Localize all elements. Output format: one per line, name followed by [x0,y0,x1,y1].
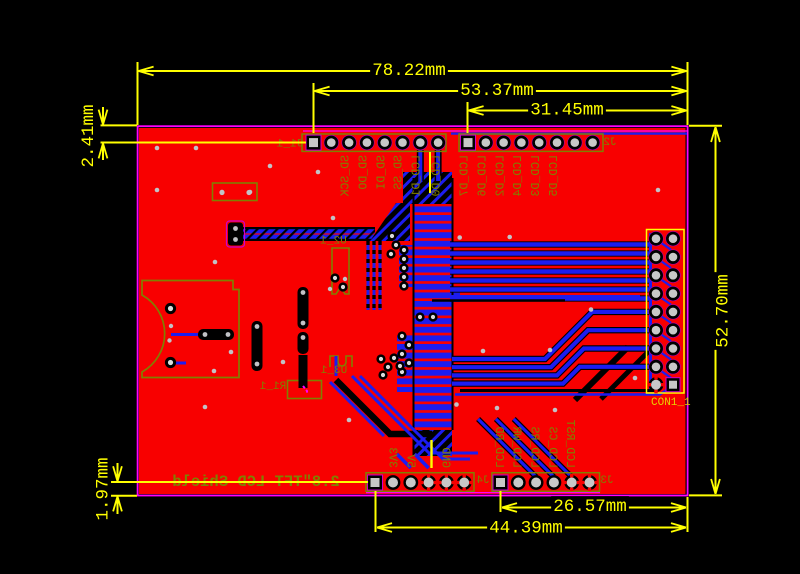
svg-text:LCD_D7: LCD_D7 [459,155,472,196]
svg-text:SD_DO: SD_DO [358,155,371,190]
svg-text:2.41mm: 2.41mm [79,104,99,167]
svg-text:LCD_D2: LCD_D2 [495,155,508,197]
svg-text:J1_1: J1_1 [276,139,303,151]
svg-text:LCD_CS: LCD_CS [546,426,559,468]
svg-text:SD_SCK: SD_SCK [340,155,353,197]
svg-text:LCD_RST: LCD_RST [563,420,576,468]
svg-text:26.57mm: 26.57mm [553,497,627,517]
svg-text:R1_1: R1_1 [259,381,286,393]
svg-text:1.97mm: 1.97mm [94,457,114,520]
svg-text:J3: J3 [600,475,613,487]
svg-text:U2_1: U2_1 [320,236,347,248]
svg-text:U3_1: U3_1 [320,365,347,377]
svg-text:LCD_D0: LCD_D0 [431,155,444,197]
svg-text:LCD_RD: LCD_RD [492,426,505,468]
svg-text:LCD_D4: LCD_D4 [512,155,525,197]
svg-text:53.37mm: 53.37mm [460,81,534,101]
svg-text:CON1_1: CON1_1 [651,397,691,409]
svg-text:GND: GND [439,447,452,468]
svg-text:3V3: 3V3 [386,447,399,468]
svg-text:LCD_RS: LCD_RS [528,426,541,468]
svg-text:78.22mm: 78.22mm [372,61,446,81]
svg-text:J2: J2 [603,137,616,149]
svg-text:SD_SS: SD_SS [393,155,406,190]
svg-text:52.70mm: 52.70mm [714,274,734,348]
svg-text:5V: 5V [404,454,417,468]
svg-text:LCD_D5: LCD_D5 [548,155,561,197]
svg-text:LCD_D1: LCD_D1 [411,155,424,197]
svg-text:LCD_D3: LCD_D3 [530,155,543,197]
svg-text:LCD_WR: LCD_WR [510,426,523,468]
svg-text:J4: J4 [476,475,490,487]
svg-text:SD_DI: SD_DI [376,155,389,190]
svg-text:LCD_D6: LCD_D6 [477,155,490,197]
svg-text:44.39mm: 44.39mm [489,519,563,539]
svg-text:31.45mm: 31.45mm [530,101,604,121]
